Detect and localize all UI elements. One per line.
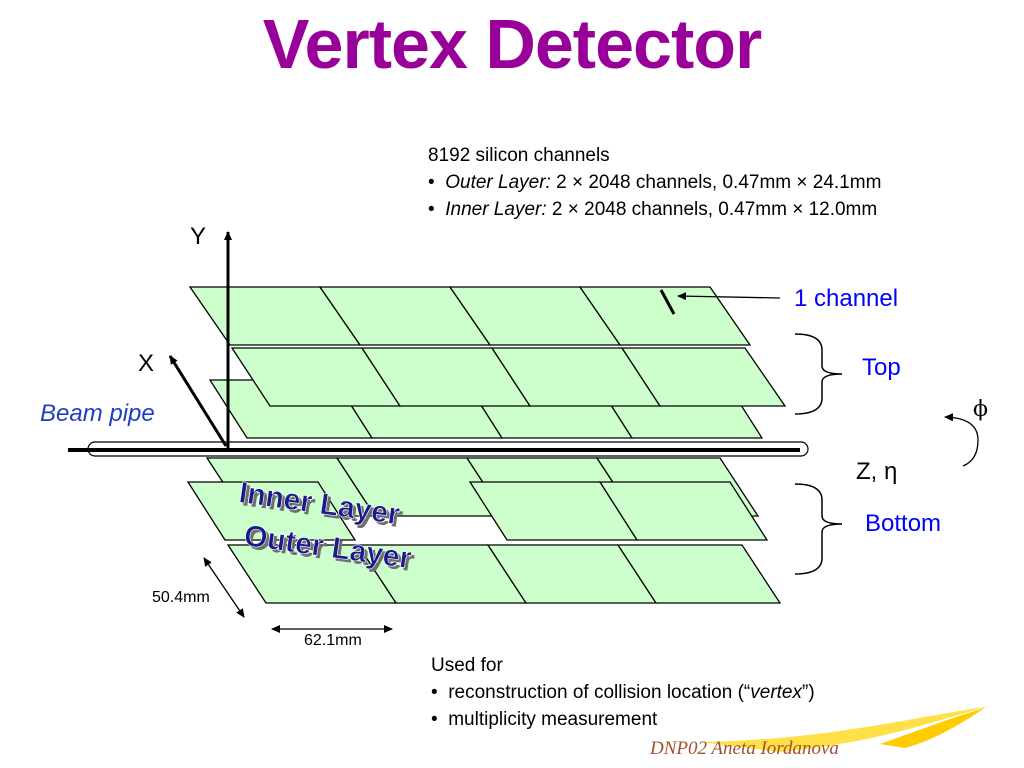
bottom-outer-layer bbox=[226, 544, 782, 604]
phi-rotation-arrow bbox=[944, 413, 979, 467]
uses-heading: Used for bbox=[431, 655, 503, 676]
uses-item-vertex: • reconstruction of collision location (… bbox=[431, 679, 815, 706]
specs-block: 8192 silicon channels • Outer Layer: 2 ×… bbox=[428, 142, 881, 223]
specs-channel-count: 8192 silicon channels bbox=[428, 145, 610, 166]
uses-item1-pre: reconstruction of collision location (“ bbox=[448, 682, 751, 703]
top-label: Top bbox=[862, 354, 901, 381]
y-axis-label: Y bbox=[190, 223, 207, 250]
footer-swoosh bbox=[700, 706, 990, 752]
bottom-middle-layer bbox=[186, 481, 769, 541]
uses-item-multiplicity: • multiplicity measurement bbox=[431, 706, 815, 733]
bullet: • bbox=[428, 199, 435, 220]
slide-title: Vertex Detector bbox=[262, 5, 763, 83]
x-axis bbox=[168, 355, 228, 447]
outer-layer-label: Outer Layer: bbox=[445, 172, 551, 193]
length-dimension-label: 62.1mm bbox=[304, 632, 362, 649]
specs-inner-layer: • Inner Layer: 2 × 2048 channels, 0.47mm… bbox=[428, 196, 881, 223]
channel-pointer-arrow bbox=[677, 292, 781, 301]
bottom-brace bbox=[794, 483, 843, 575]
z-axis-label: Z, η bbox=[856, 458, 898, 485]
one-channel-label: 1 channel bbox=[794, 285, 899, 312]
x-axis-label: X bbox=[138, 350, 155, 377]
phi-label: ϕ bbox=[973, 397, 988, 422]
bullet: • bbox=[431, 709, 438, 730]
width-dimension-arrow bbox=[203, 557, 245, 618]
inner-layer-text: 2 × 2048 channels, 0.47mm × 12.0mm bbox=[546, 199, 878, 220]
uses-item1-vertex: vertex bbox=[750, 682, 802, 703]
uses-block: Used for • reconstruction of collision l… bbox=[431, 652, 815, 733]
bullet: • bbox=[428, 172, 435, 193]
top-front-layer bbox=[230, 347, 787, 407]
specs-outer-layer: • Outer Layer: 2 × 2048 channels, 0.47mm… bbox=[428, 169, 881, 196]
top-outer-layer bbox=[188, 286, 752, 346]
beam-pipe bbox=[68, 441, 809, 457]
footer-swoosh-highlight bbox=[880, 708, 985, 748]
top-brace bbox=[794, 333, 843, 415]
uses-item1-post: ”) bbox=[802, 682, 815, 703]
inner-layer-label: Inner Layer: bbox=[445, 199, 547, 220]
width-dimension-label: 50.4mm bbox=[152, 589, 210, 606]
beam-pipe-label: Beam pipe bbox=[40, 400, 155, 427]
outer-layer-text: 2 × 2048 channels, 0.47mm × 24.1mm bbox=[550, 172, 882, 193]
bullet: • bbox=[431, 682, 438, 703]
footer-text: DNP02 Aneta Iordanova bbox=[650, 738, 839, 759]
uses-item2: multiplicity measurement bbox=[448, 709, 658, 730]
bottom-label: Bottom bbox=[865, 510, 942, 537]
channel-strip bbox=[659, 289, 676, 315]
